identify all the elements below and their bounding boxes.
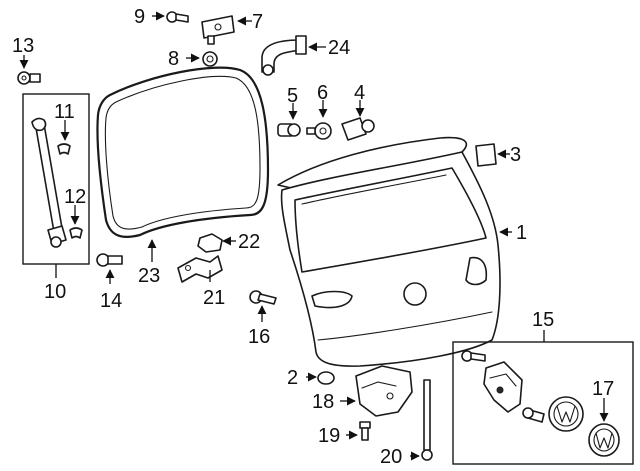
callout-12: 12 (64, 186, 86, 208)
callout-7: 7 (252, 11, 263, 33)
callout-17: 17 (592, 378, 614, 400)
liftgate[interactable] (277, 136, 501, 367)
callout-23: 23 (138, 265, 160, 287)
callout-3: 3 (510, 144, 521, 166)
weatherstrip[interactable] (96, 66, 270, 238)
bracket-7-icon[interactable] (201, 15, 235, 45)
hose-24-icon[interactable] (261, 35, 307, 76)
callout-4: 4 (354, 82, 365, 104)
bolt-19-icon[interactable] (359, 421, 371, 441)
rod-20-icon[interactable] (421, 379, 433, 461)
nut-8-icon[interactable] (202, 51, 218, 67)
callout-19: 19 (318, 425, 340, 447)
emblem-group-box (452, 341, 634, 465)
callout-15: 15 (532, 309, 554, 331)
callout-14: 14 (100, 290, 122, 312)
callout-5: 5 (287, 85, 298, 107)
callout-2: 2 (287, 367, 298, 389)
clip-12-icon[interactable] (69, 227, 83, 239)
bracket-21-icon[interactable] (177, 255, 223, 283)
bumper-5-icon[interactable] (277, 123, 301, 137)
callout-20: 20 (380, 446, 402, 468)
callout-21: 21 (203, 287, 225, 309)
gas-strut[interactable] (31, 117, 67, 248)
bumper-4-icon[interactable] (341, 117, 375, 141)
nut-22-icon[interactable] (197, 233, 223, 253)
pad-3-icon[interactable] (475, 143, 497, 167)
latch-18-icon[interactable] (355, 365, 413, 417)
callout-16: 16 (248, 326, 270, 348)
bolt-14-icon[interactable] (96, 253, 123, 267)
stop-6-icon[interactable] (306, 122, 332, 140)
callout-8: 8 (168, 48, 179, 70)
callout-9: 9 (134, 6, 145, 28)
callout-6: 6 (317, 82, 328, 104)
callout-24: 24 (328, 37, 350, 59)
callout-10: 10 (44, 281, 66, 303)
bolt-9-icon[interactable] (166, 11, 189, 23)
callout-13: 13 (12, 35, 34, 57)
callout-11: 11 (54, 101, 75, 123)
grommet-2-icon[interactable] (317, 371, 335, 385)
callout-18: 18 (312, 391, 334, 413)
bolt-16-icon[interactable] (249, 290, 277, 305)
bolt-13-icon[interactable] (17, 71, 41, 85)
clip-11-icon[interactable] (57, 143, 71, 155)
callout-1: 1 (516, 222, 527, 244)
callout-22: 22 (238, 231, 260, 253)
emblem-assembly[interactable] (461, 350, 620, 457)
